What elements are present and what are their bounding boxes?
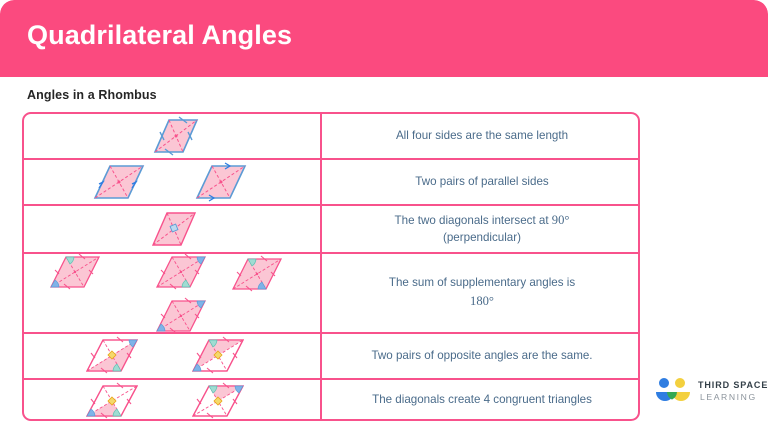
shape-slot: [187, 161, 259, 203]
shape-slot: [185, 335, 265, 377]
rhombus-parallel-left-svg: [93, 165, 145, 199]
row-3-angle-value: 90°: [551, 213, 570, 228]
table-row-text-cell: Two pairs of opposite angles are the sam…: [322, 334, 642, 378]
table-row-diagram-cell: [24, 253, 320, 335]
diagram-congruent-triangles: [24, 380, 320, 421]
rhombus-congruent-2-svg: [191, 382, 245, 418]
rhombus-opposite-2-svg: [191, 336, 245, 374]
table-row-diagram-cell: [24, 206, 320, 252]
table-row-divider: [24, 378, 638, 380]
logo-text-secondary: LEARNING: [700, 392, 757, 402]
third-space-learning-logo: THIRD SPACE LEARNING: [654, 376, 767, 410]
shape-slot: [79, 335, 159, 377]
row-3-text-line1: The two diagonals intersect at: [394, 214, 552, 228]
row-1-text: All four sides are the same length: [395, 128, 569, 142]
row-4-angle-value: 180°: [470, 294, 494, 308]
page-title: Quadrilateral Angles: [27, 20, 293, 50]
shape-slot: [149, 253, 225, 291]
properties-table: All four sides are the same length: [22, 112, 640, 421]
shape-slot: [43, 253, 119, 291]
table-row-text-cell: Two pairs of parallel sides: [322, 160, 642, 204]
rhombus-supp-4-svg: [155, 297, 207, 334]
table-row-text-cell: The two diagonals intersect at 90° (perp…: [322, 206, 642, 252]
diagram-opposite-angles: [24, 334, 320, 378]
diagram-equal-sides: [24, 114, 320, 158]
table-row-text-cell: The diagonals create 4 congruent triangl…: [322, 380, 642, 421]
row-6-text: The diagonals create 4 congruent triangl…: [372, 393, 592, 407]
row-3-text: The two diagonals intersect at 90° (perp…: [395, 211, 570, 247]
table-row-divider: [24, 158, 638, 160]
rhombus-supp-3-svg: [231, 255, 283, 292]
shape-slot: [79, 381, 159, 421]
table-row-divider: [24, 204, 638, 206]
rhombus-equal-sides-svg: [153, 116, 199, 156]
logo-text-primary: THIRD SPACE: [698, 380, 768, 390]
table-row-diagram-cell: [24, 114, 320, 158]
section-heading: Angles in a Rhombus: [27, 88, 157, 102]
shape-slot: [225, 255, 301, 293]
diagram-perpendicular-diagonals: [24, 206, 320, 252]
rhombus-supp-1-svg: [49, 253, 101, 290]
header-bar: Quadrilateral Angles: [0, 0, 768, 77]
table-column-divider: [320, 114, 322, 419]
table-row-text-cell: All four sides are the same length: [322, 114, 642, 158]
shape-slot: [185, 381, 265, 421]
table-row-diagram-cell: [24, 160, 320, 204]
row-4-text-line1: The sum of supplementary angles is: [388, 276, 576, 290]
table-row-divider: [24, 252, 638, 254]
row-3-text-line2: (perpendicular): [443, 231, 521, 244]
shape-slot: [85, 161, 157, 203]
rhombus-congruent-1-svg: [85, 382, 139, 418]
rhombus-parallel-right-svg: [195, 162, 247, 202]
row-2-text: Two pairs of parallel sides: [415, 174, 549, 188]
table-row-divider: [24, 332, 638, 334]
rhombus-opposite-1-svg: [85, 336, 139, 374]
table-row-text-cell: The sum of supplementary angles is 180°: [322, 254, 642, 332]
diagram-parallel-sides: [24, 160, 320, 204]
rhombus-supp-2-svg: [155, 253, 207, 290]
table-row-diagram-cell: [24, 334, 320, 378]
row-5-text: Two pairs of opposite angles are the sam…: [371, 348, 593, 362]
shape-slot: [149, 297, 225, 335]
diagram-supplementary-angles: [24, 253, 320, 335]
row-4-text: The sum of supplementary angles is 180°: [389, 275, 575, 311]
logo-mark-icon: [656, 378, 690, 401]
rhombus-perpendicular-svg: [151, 212, 197, 246]
table-row-diagram-cell: [24, 380, 320, 421]
